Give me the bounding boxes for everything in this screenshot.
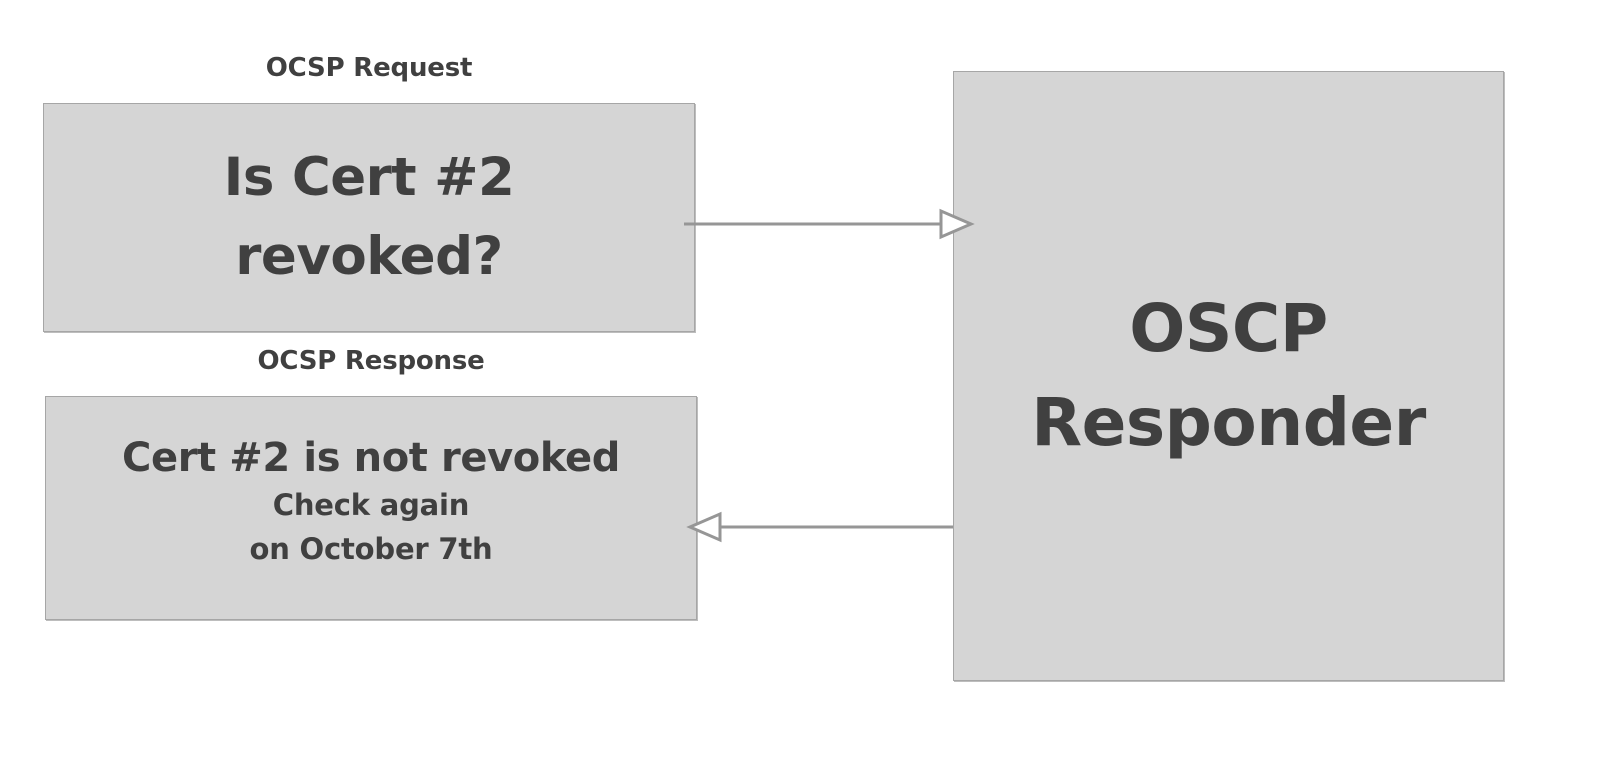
response-arrow (686, 511, 953, 543)
ocsp-response-box[interactable]: Cert #2 is not revoked Check again on Oc… (45, 396, 697, 620)
ocsp-response-headline: Cert #2 is not revoked (122, 435, 620, 481)
ocsp-response-subline-1: Check again (272, 488, 470, 523)
ocsp-request-text-line-2: revoked? (235, 225, 503, 287)
ocsp-response-subline-2: on October 7th (249, 532, 493, 567)
request-arrow (684, 208, 975, 240)
oscp-responder-box[interactable]: OSCP Responder (953, 71, 1504, 681)
ocsp-request-caption: OCSP Request (265, 53, 473, 83)
oscp-responder-text-line-2: Responder (1031, 384, 1426, 461)
ocsp-response-caption: OCSP Response (257, 346, 485, 376)
ocsp-request-text-line-1: Is Cert #2 (223, 147, 515, 209)
oscp-responder-text-line-1: OSCP (1129, 290, 1328, 368)
ocsp-request-box[interactable]: Is Cert #2 revoked? (43, 103, 695, 332)
